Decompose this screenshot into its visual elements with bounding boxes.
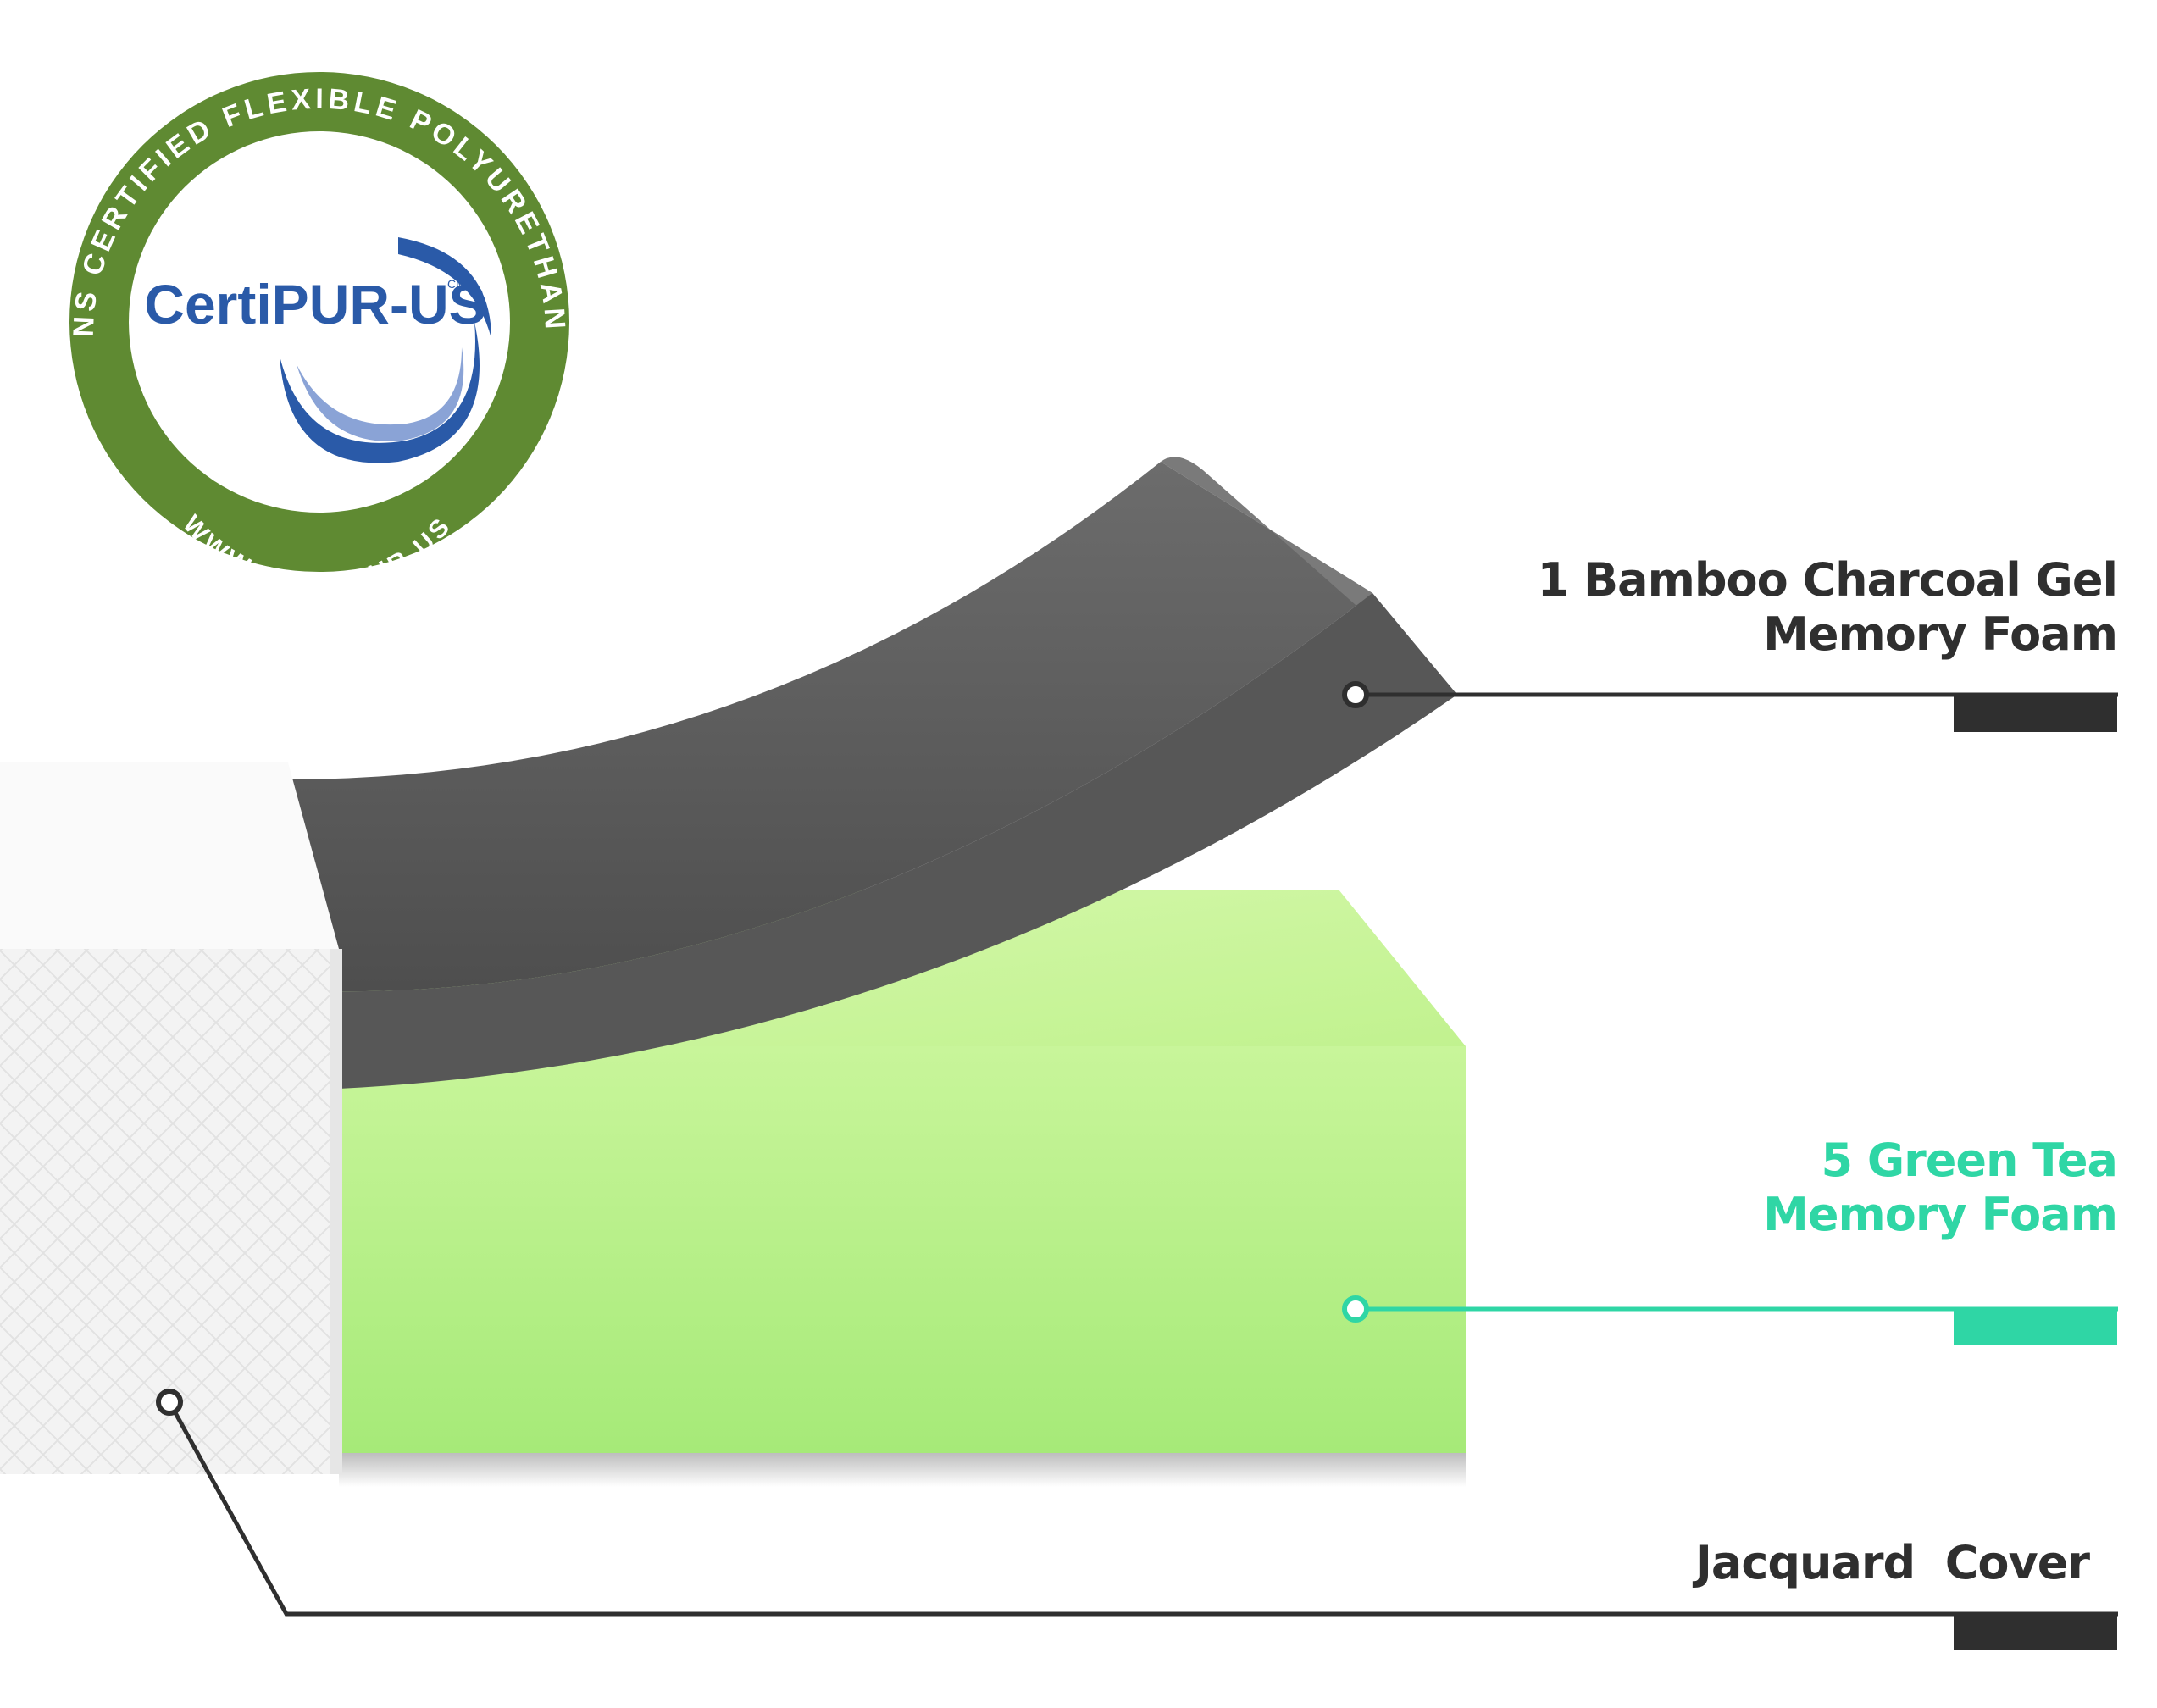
seal-inner [129, 131, 510, 513]
seal-swoosh-light [297, 347, 464, 441]
green-block-front [339, 1046, 1466, 1453]
certipur-seal: CONTAINS CERTIFIED FLEXIBLE POLYURETHANE… [0, 0, 569, 598]
leader-dot-cover [156, 1389, 183, 1416]
label-green-line-1: 5 Green Tea [1821, 1134, 2118, 1187]
cover-top [0, 762, 339, 949]
bar-charcoal [1954, 695, 2117, 732]
label-charcoal-line-1: 1 Bamboo Charcoal Gel [1537, 553, 2118, 607]
label-charcoal-foam: 1 Bamboo Charcoal Gel Memory Foam [1537, 553, 2118, 661]
charcoal-foam-layer [288, 457, 1457, 1089]
bar-cover [1954, 1612, 2117, 1650]
green-block-shadow [339, 1453, 1466, 1487]
seal-logo-mark: CM [447, 277, 466, 291]
label-jacquard-cover: Jacquard Cover [1694, 1536, 2090, 1590]
seal-swoosh-top [398, 237, 491, 339]
label-cover-line-1: Jacquard Cover [1694, 1536, 2090, 1589]
jacquard-cover-layer [0, 762, 342, 1474]
label-green-line-2: Memory Foam [1763, 1187, 2118, 1241]
charcoal-sheet-edge [322, 593, 1457, 1089]
leader-line-cover [167, 1400, 2118, 1616]
leader-dot-green [1342, 1295, 1369, 1323]
label-charcoal-line-2: Memory Foam [1763, 607, 2118, 661]
seal-logo-text: CertiPUR-US [144, 273, 485, 336]
cover-edge [330, 949, 342, 1474]
leader-dot-charcoal [1342, 681, 1369, 708]
bar-green [1954, 1307, 2117, 1345]
charcoal-sheet-front [288, 462, 1372, 992]
callout-cover [156, 1389, 2118, 1616]
label-green-tea-foam: 5 Green Tea Memory Foam [1763, 1134, 2118, 1241]
cover-front [0, 949, 339, 1474]
